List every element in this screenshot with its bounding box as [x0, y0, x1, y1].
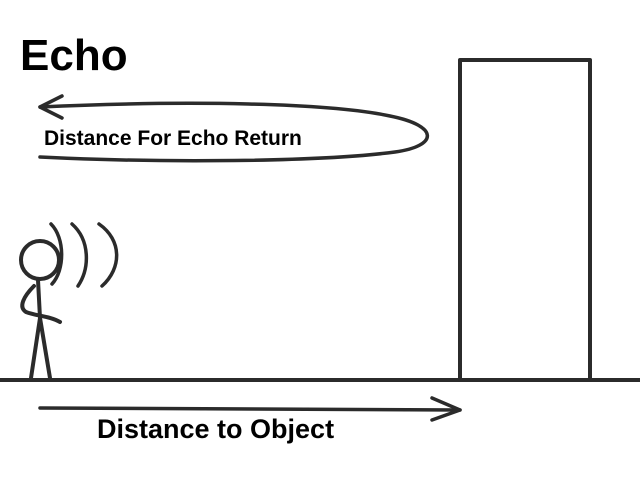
stick-figure-icon	[19, 239, 62, 380]
echo-return-arrow	[38, 94, 429, 163]
distance-to-object-label: Distance to Object	[97, 414, 335, 444]
echo-return-label: Distance For Echo Return	[44, 127, 302, 150]
figure-body	[36, 278, 42, 320]
wall-object-icon	[458, 58, 592, 382]
figure-head	[19, 239, 61, 281]
diagram-title: Echo	[20, 31, 128, 80]
figure-legs	[29, 316, 52, 380]
sound-waves-icon	[49, 222, 119, 288]
figure-arm	[20, 284, 62, 324]
distance-to-object-arrow	[38, 396, 462, 422]
